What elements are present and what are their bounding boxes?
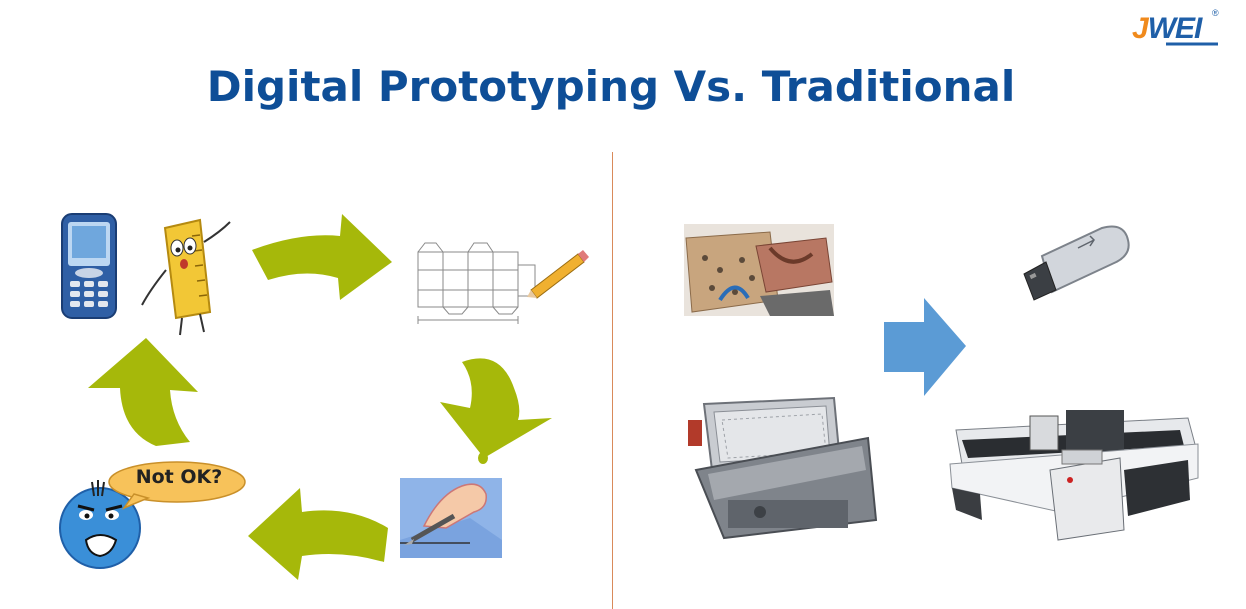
cutting-dies-photo-icon bbox=[684, 224, 834, 316]
ruler-character-icon bbox=[141, 218, 231, 336]
jwei-logo: JWEI ® bbox=[1122, 8, 1222, 50]
usb-drive-icon bbox=[1023, 225, 1130, 301]
vertical-divider bbox=[612, 152, 613, 609]
slide-title: Digital Prototyping Vs. Traditional bbox=[206, 62, 1016, 111]
speech-bubble-icon bbox=[108, 461, 246, 510]
box-dieline-drawing-icon bbox=[417, 242, 536, 324]
pencil-icon bbox=[527, 250, 589, 299]
cycle-arrow-up-icon bbox=[88, 338, 198, 446]
registered-mark: ® bbox=[1212, 8, 1219, 18]
cycle-arrow-left-icon bbox=[248, 488, 388, 580]
mobile-phone-icon bbox=[61, 213, 117, 319]
arrow-drop-icon bbox=[478, 452, 488, 464]
angry-face-icon bbox=[59, 480, 141, 569]
logo-letters: WEI bbox=[1147, 12, 1203, 45]
logo-underline-icon bbox=[1166, 42, 1218, 46]
die-cutting-press-icon bbox=[688, 396, 878, 540]
flow-arrow-right-icon bbox=[884, 298, 966, 396]
cycle-arrow-right-icon bbox=[252, 214, 392, 300]
speech-bubble-text: Not OK? bbox=[135, 466, 223, 488]
logo-text: JWEI bbox=[1132, 12, 1203, 46]
logo-letter-j: J bbox=[1132, 12, 1149, 45]
digital-cutting-plotter-icon bbox=[949, 410, 1199, 541]
hand-cutting-knife-icon bbox=[400, 478, 502, 558]
cycle-arrow-down-icon bbox=[440, 358, 552, 458]
